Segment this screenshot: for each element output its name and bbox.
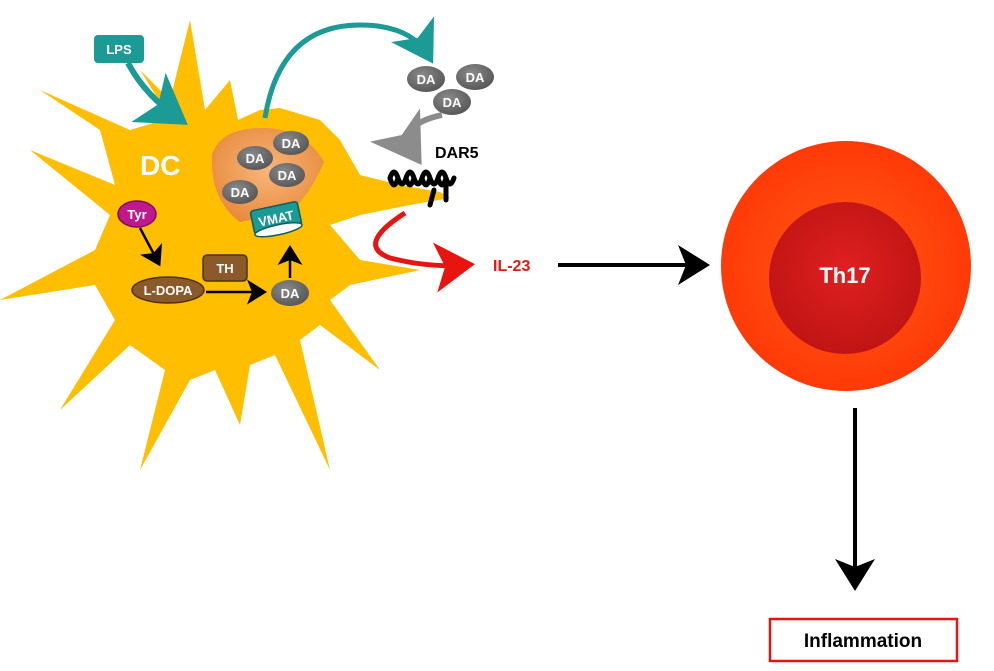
inflammation-box [768, 617, 959, 663]
vmat-label: VMAT [257, 207, 295, 229]
vesicle-da-4 [222, 180, 258, 204]
released-da-1 [407, 66, 445, 92]
vesicle-da-2-label: DA [282, 136, 301, 151]
synthesized-da-node [271, 280, 309, 306]
vesicle-da-2 [273, 131, 309, 155]
lps-box [94, 35, 144, 63]
dendritic-cell-body [0, 20, 450, 470]
released-da-3-label: DA [443, 95, 462, 110]
th17-label: Th17 [819, 263, 870, 288]
vesicle-da-3 [269, 163, 305, 187]
ldopa-label: L-DOPA [144, 283, 193, 298]
th17-nucleus [769, 202, 921, 354]
th-label: TH [216, 261, 233, 276]
dar5-receptor [387, 169, 457, 208]
lps-arrow [125, 61, 188, 125]
dc-label: DC [140, 150, 180, 181]
released-da-2 [456, 64, 494, 90]
lps-label: LPS [106, 42, 132, 57]
release-arrow [262, 16, 434, 119]
vesicle-da-1 [237, 146, 273, 170]
tyr-label: Tyr [127, 207, 146, 222]
released-da-3 [433, 89, 471, 115]
released-da-2-label: DA [466, 70, 485, 85]
ldopa-node [131, 276, 205, 304]
vmat-transporter: VMAT [249, 201, 303, 238]
th-box [202, 254, 248, 282]
signaling-arrow [373, 210, 475, 293]
tyr-to-ldopa-arrow [138, 227, 163, 267]
synthesized-da-label: DA [281, 286, 300, 301]
il23-label: IL-23 [493, 258, 530, 275]
vesicle-da-3-label: DA [278, 168, 297, 183]
inflammation-label: Inflammation [804, 631, 922, 652]
tyr-node [117, 200, 157, 228]
dar5-label: DAR5 [435, 145, 479, 162]
vesicle-da-4-label: DA [231, 185, 250, 200]
vesicle-da-1-label: DA [246, 151, 265, 166]
binding-arrow [370, 108, 443, 165]
released-da-1-label: DA [417, 72, 436, 87]
